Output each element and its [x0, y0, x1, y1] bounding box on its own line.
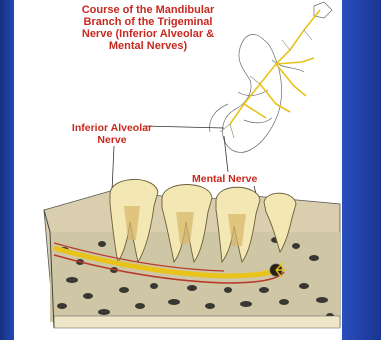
title-line: Mental Nerves): [58, 40, 238, 52]
title-line: Branch of the Trigeminal: [58, 16, 238, 28]
label-line: Inferior Alveolar: [62, 122, 162, 134]
title-line: Course of the Mandibular: [58, 4, 238, 16]
slide-title: Course of the Mandibular Branch of the T…: [58, 4, 238, 52]
label-mental-nerve: Mental Nerve: [192, 173, 257, 185]
label-line: Nerve: [62, 134, 162, 146]
sketch-nerve: [230, 10, 320, 124]
background-right-band: [341, 0, 381, 340]
label-inferior-alveolar-nerve: Inferior Alveolar Nerve: [62, 122, 162, 146]
title-line: Nerve (Inferior Alveolar &: [58, 28, 238, 40]
background-left-band: [0, 0, 14, 340]
pointer-line-mental-upper: [224, 136, 228, 172]
slide-canvas: Course of the Mandibular Branch of the T…: [14, 0, 342, 340]
